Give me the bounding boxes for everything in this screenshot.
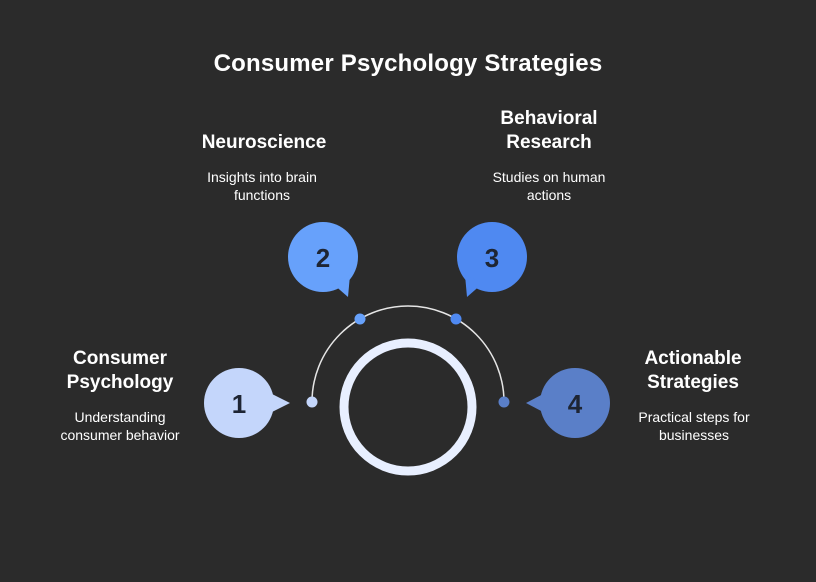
connector-dot-4 (498, 396, 510, 408)
step-2-number: 2 (316, 243, 330, 273)
step-3-description: Studies on human actions (492, 169, 606, 203)
step-4-number: 4 (568, 389, 583, 419)
step-1-number: 1 (232, 389, 246, 419)
step-1-heading: Consumer Psychology (66, 348, 174, 393)
step-2-description: Insights into brain functions (207, 169, 317, 203)
step-2-bubble: 2 (288, 222, 358, 297)
step-2-heading: Neuroscience (201, 132, 327, 153)
step-4-description: Practical steps for businesses (638, 409, 750, 443)
diagram-title: Consumer Psychology Strategies (213, 50, 603, 77)
step-1-bubble: 1 (204, 368, 290, 438)
connector-dot-2 (354, 313, 366, 325)
connector-dot-3 (450, 313, 462, 325)
step-3-number: 3 (485, 243, 499, 273)
step-4-bubble: 4 (526, 368, 610, 438)
step-3-bubble: 3 (457, 222, 527, 297)
connector-arc (311, 305, 505, 403)
step-3-heading: Behavioral Research (500, 108, 598, 153)
step-4-heading: Actionable Strategies (644, 348, 742, 393)
step-1-description: Understanding consumer behavior (60, 409, 180, 443)
connector-dot-1 (306, 396, 318, 408)
center-ring (339, 338, 477, 476)
